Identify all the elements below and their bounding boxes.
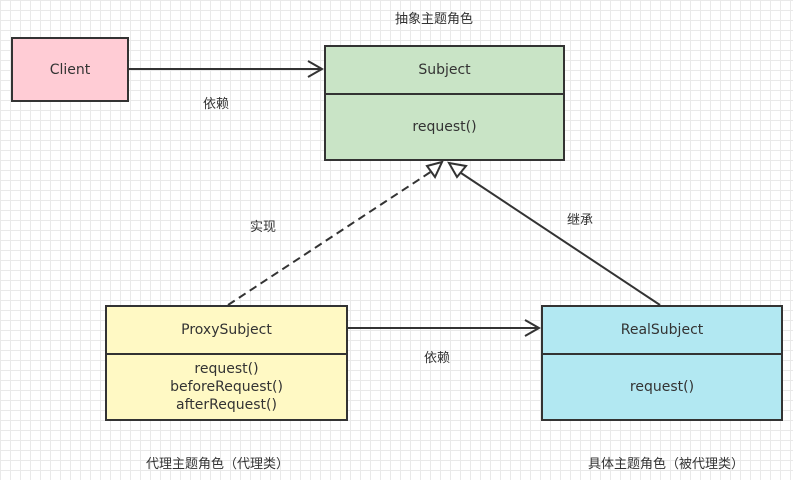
proxy-subject-node: ProxySubject request() beforeRequest() a… xyxy=(105,305,348,421)
arrowhead-open-subject-left xyxy=(307,60,325,78)
subject-node: Subject request() xyxy=(324,45,565,161)
arrowhead-triangle-proxy xyxy=(425,160,444,179)
label-depend-proxy: 依赖 xyxy=(424,351,451,366)
proxy-subject-methods: request() beforeRequest() afterRequest() xyxy=(107,353,346,419)
client-node: Client xyxy=(11,37,129,102)
label-real-role: 具体主题角色（被代理类） xyxy=(588,457,745,472)
subject-name: Subject xyxy=(418,62,471,78)
label-inherit: 继承 xyxy=(567,213,594,228)
proxy-method-before: beforeRequest() xyxy=(170,379,283,395)
subject-methods: request() xyxy=(326,93,563,159)
real-method: request() xyxy=(629,379,695,395)
proxy-method-after: afterRequest() xyxy=(176,397,277,413)
proxy-method-request: request() xyxy=(194,361,259,377)
real-subject-node: RealSubject request() xyxy=(541,305,783,421)
label-proxy-role: 代理主题角色（代理类） xyxy=(146,457,290,472)
arrowhead-open-real-left xyxy=(524,319,542,337)
label-depend-client: 依赖 xyxy=(203,97,230,112)
edge-real-subject xyxy=(457,170,661,306)
proxy-subject-name: ProxySubject xyxy=(181,322,272,338)
label-implement: 实现 xyxy=(250,220,277,235)
client-name: Client xyxy=(49,61,91,78)
edge-proxy-subject xyxy=(227,170,433,306)
arrowhead-triangle-real xyxy=(447,161,468,179)
real-subject-name: RealSubject xyxy=(620,322,704,338)
real-subject-methods: request() xyxy=(543,353,781,419)
subject-method: request() xyxy=(412,119,477,135)
label-abstract-role: 抽象主题角色 xyxy=(395,12,474,27)
